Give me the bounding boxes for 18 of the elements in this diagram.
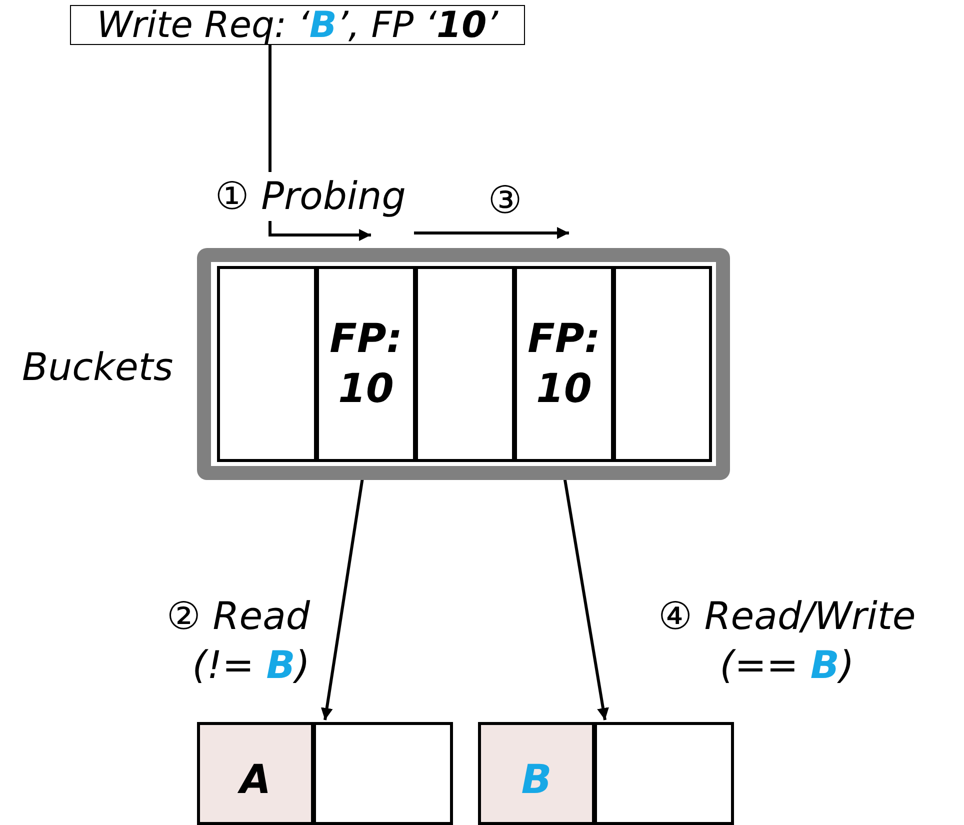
key-cell [197,722,314,825]
bucket-cell [514,266,614,462]
bucket-cell [316,266,416,462]
key-label: B [521,756,552,805]
fingerprint-text: FP: 10 [328,315,404,414]
request-text: Write Req: ‘B’, FP ‘10’ [96,4,498,46]
bucket-array [197,248,730,480]
key-cell [478,722,595,825]
fingerprint-text: FP: 10 [526,315,602,414]
bucket-cell [613,266,712,462]
array-label: Buckets [22,345,174,389]
bucket-cell [415,266,515,462]
arrow [414,227,569,239]
edge-label: ① Probing [215,172,406,222]
bucket-cell [217,266,317,462]
key-label: A [240,755,271,805]
value-cell [594,722,734,825]
value-cell [313,722,453,825]
